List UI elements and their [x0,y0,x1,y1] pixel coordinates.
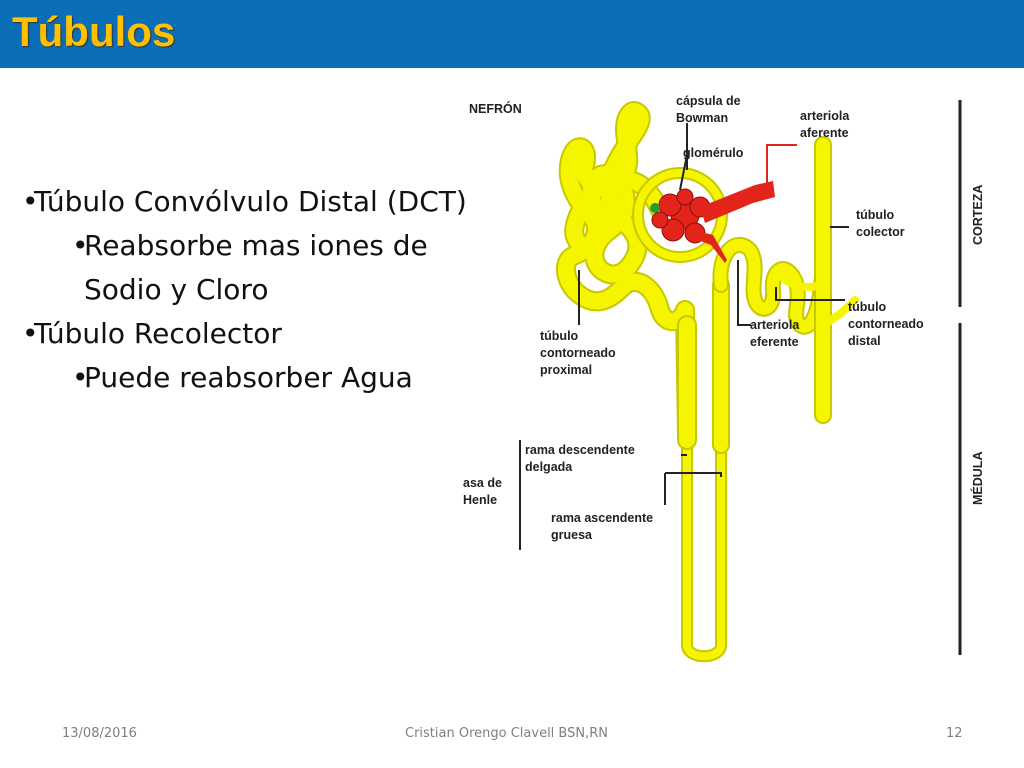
label-medula: MÉDULA [970,452,985,505]
bullet-dot: • [72,229,89,262]
bullet-text: Túbulo Recolector [34,317,282,350]
proximal-tubule-fill [558,103,695,443]
footer-author: Cristian Orengo Clavell BSN,RN [405,726,608,741]
bullet-dot: • [72,361,89,394]
distal-tubule-fill [714,219,830,333]
bullet-text: Reabsorbe mas iones de Sodio y Cloro [84,229,428,306]
macula-node [650,203,660,213]
label-tubulo-distal: túbulo [848,300,887,314]
label-arteriola-aferente: arteriola [800,109,850,123]
label-rama-ascendente: gruesa [551,528,593,542]
slide-title: Túbulos [12,8,176,55]
label-arteriola-eferente: arteriola [750,318,800,332]
diagram-heading: NEFRÓN [469,101,522,116]
label-tubulo-proximal: túbulo [540,329,579,343]
bullet-list: • Túbulo Convólvulo Distal (DCT) • Reabs… [22,180,482,400]
bullet-text: Túbulo Convólvulo Distal (DCT) [34,185,467,218]
label-capsula: cápsula de [676,94,741,108]
label-tubulo-colector: colector [856,225,905,239]
footer-page-number: 12 [946,726,963,741]
bullet-dot: • [22,185,39,218]
bullet-item: • Túbulo Convólvulo Distal (DCT) [22,180,482,224]
leader-lines [519,123,849,550]
label-rama-ascendente: rama ascendente [551,511,653,525]
efferent-arteriole [690,230,727,263]
bullet-text: Puede reabsorber Agua [84,361,413,394]
label-arteriola-aferente: aferente [800,126,849,140]
loop-of-henle-fill [683,431,725,661]
bullet-item: • Puede reabsorber Agua [22,356,482,400]
afferent-arteriole [700,181,775,223]
label-capsula: Bowman [676,111,728,125]
label-rama-descendente: rama descendente [525,443,635,457]
label-glomerulo: glomérulo [683,146,744,160]
bullet-item: • Túbulo Recolector [22,312,482,356]
tubule-drawing [556,101,859,663]
collecting-branch [819,296,859,329]
footer-date: 13/08/2016 [62,726,137,741]
loop-of-henle [681,429,727,663]
label-rama-descendente: delgada [525,460,573,474]
label-tubulo-distal: distal [848,334,881,348]
label-tubulo-colector: túbulo [856,208,895,222]
collecting-branch-2 [776,271,827,291]
label-corteza: CORTEZA [971,185,985,245]
label-tubulo-distal: contorneado [848,317,924,331]
title-bar: Túbulos [0,0,1024,68]
bullet-dot: • [22,317,39,350]
label-tubulo-proximal: contorneado [540,346,616,360]
label-asa-de-henle: asa de [463,476,502,490]
bullet-item: • Reabsorbe mas iones de Sodio y Cloro [22,224,482,312]
nephron-diagram: NEFRÓN cápsula de Bowman glomérulo arter… [455,85,995,675]
label-tubulo-proximal: proximal [540,363,592,377]
label-arteriola-eferente: eferente [750,335,799,349]
label-asa-de-henle: Henle [463,493,497,507]
